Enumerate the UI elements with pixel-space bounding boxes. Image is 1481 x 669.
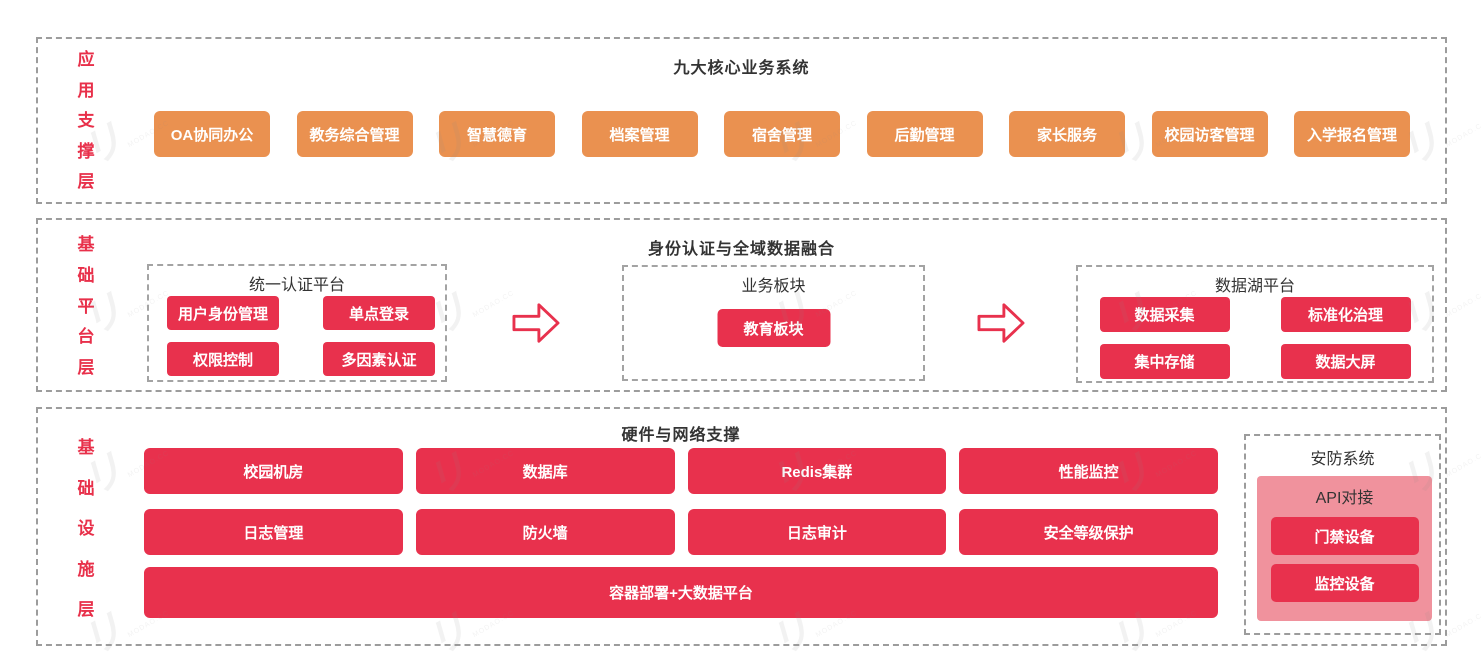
api-connect-title: API对接	[1315, 490, 1374, 507]
unified-auth-platform-box: 统一认证平台 用户身份管理 单点登录 权限控制 多因素认证	[147, 264, 447, 382]
infra-layer-title: 硬件与网络支撑	[621, 427, 741, 444]
auth-node-permission[interactable]: 权限控制	[167, 342, 279, 376]
security-node-access-control[interactable]: 门禁设备	[1270, 517, 1419, 555]
infra-node-server-room[interactable]: 校园机房	[144, 448, 403, 494]
lake-node-governance[interactable]: 标准化治理	[1280, 297, 1411, 332]
layer-label-infrastructure: 基础设施层	[77, 438, 95, 619]
auth-items-grid: 用户身份管理 单点登录 权限控制 多因素认证	[167, 296, 435, 376]
platform-layer-title: 身份认证与全域数据融合	[647, 241, 835, 258]
system-node-parent-service[interactable]: 家长服务	[1009, 111, 1125, 157]
infra-node-database[interactable]: 数据库	[415, 448, 675, 494]
arrow-right-icon	[512, 303, 560, 343]
lake-node-dashboard[interactable]: 数据大屏	[1280, 344, 1411, 379]
infra-node-log-management[interactable]: 日志管理	[144, 509, 403, 555]
infra-grid: 校园机房 数据库 Redis集群 性能监控 日志管理 防火墙 日志审计 安全等级…	[144, 448, 1218, 555]
layer-label-app-support: 应用支撑层	[77, 50, 95, 191]
education-block-node[interactable]: 教育板块	[717, 309, 830, 347]
system-node-moral-education[interactable]: 智慧德育	[439, 111, 555, 157]
system-node-visitor[interactable]: 校园访客管理	[1151, 111, 1268, 157]
auth-node-identity[interactable]: 用户身份管理	[167, 296, 279, 330]
app-layer-title: 九大核心业务系统	[673, 60, 810, 77]
layer-label-base-platform: 基础平台层	[77, 235, 95, 377]
security-node-surveillance[interactable]: 监控设备	[1270, 564, 1419, 602]
security-system-title: 安防系统	[1310, 451, 1375, 468]
infra-node-performance-monitor[interactable]: 性能监控	[959, 448, 1218, 494]
auth-node-mfa[interactable]: 多因素认证	[323, 342, 435, 376]
system-node-dormitory[interactable]: 宿舍管理	[724, 111, 840, 157]
data-lake-platform-box: 数据湖平台 数据采集 标准化治理 集中存储 数据大屏	[1076, 265, 1434, 383]
business-block-box: 业务板块 教育板块	[622, 265, 925, 381]
system-node-logistics[interactable]: 后勤管理	[866, 111, 983, 157]
infra-node-container-bigdata[interactable]: 容器部署+大数据平台	[144, 567, 1218, 618]
unified-auth-title: 统一认证平台	[248, 277, 345, 294]
layer-infrastructure: 基础设施层 硬件与网络支撑 校园机房 数据库 Redis集群 性能监控 日志管理…	[36, 407, 1447, 646]
layer-base-platform: 基础平台层 身份认证与全域数据融合 统一认证平台 用户身份管理 单点登录 权限控…	[36, 218, 1447, 392]
data-lake-title: 数据湖平台	[1214, 278, 1295, 295]
infra-node-security-level-protection[interactable]: 安全等级保护	[959, 509, 1218, 555]
auth-node-sso[interactable]: 单点登录	[323, 296, 435, 330]
arrow-right-icon	[977, 303, 1025, 343]
infra-node-firewall[interactable]: 防火墙	[415, 509, 675, 555]
lake-node-storage[interactable]: 集中存储	[1099, 344, 1230, 379]
data-lake-items-grid: 数据采集 标准化治理 集中存储 数据大屏	[1096, 297, 1414, 379]
infra-node-log-audit[interactable]: 日志审计	[687, 509, 947, 555]
system-node-oa[interactable]: OA协同办公	[154, 111, 270, 157]
layer-app-support: 应用支撑层 九大核心业务系统 OA协同办公 教务综合管理 智慧德育 档案管理 宿…	[36, 37, 1447, 204]
system-node-enrollment[interactable]: 入学报名管理	[1294, 111, 1410, 157]
business-block-title: 业务板块	[741, 278, 806, 295]
system-node-archives[interactable]: 档案管理	[581, 111, 698, 157]
security-system-box: 安防系统 API对接 门禁设备 监控设备	[1244, 434, 1441, 635]
infra-node-redis-cluster[interactable]: Redis集群	[687, 448, 947, 494]
lake-node-collection[interactable]: 数据采集	[1099, 297, 1230, 332]
system-node-academic-affairs[interactable]: 教务综合管理	[296, 111, 413, 157]
core-systems-row: OA协同办公 教务综合管理 智慧德育 档案管理 宿舍管理 后勤管理 家长服务 校…	[154, 111, 1410, 157]
api-connect-panel: API对接 门禁设备 监控设备	[1257, 476, 1432, 621]
